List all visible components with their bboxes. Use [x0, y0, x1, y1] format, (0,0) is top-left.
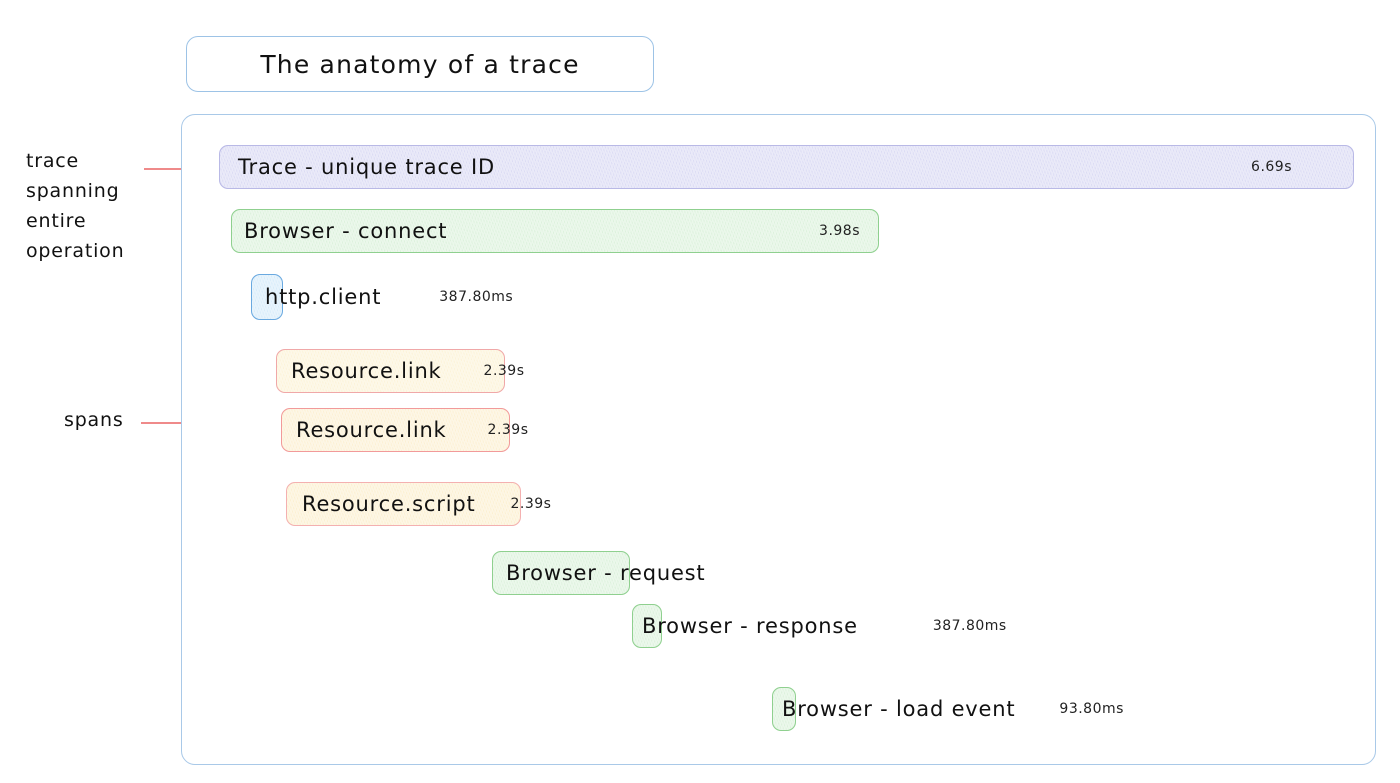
- leader-line-spans-horizontal: [141, 422, 211, 424]
- span-bar-browser-load-event: [772, 687, 796, 731]
- span-duration-browser-connect: 3.98s: [819, 223, 860, 239]
- page-title: The anatomy of a trace: [260, 49, 580, 79]
- span-duration-http-client: 387.80ms: [439, 289, 514, 305]
- annotation-trace-spanning-entire-operation: trace spanning entire operation: [26, 150, 125, 262]
- span-row-resource-script[interactable]: Resource.script 2.39s: [286, 482, 616, 526]
- span-bar-resource-script: [286, 482, 521, 526]
- span-row-browser-connect[interactable]: Browser - connect 3.98s: [231, 209, 879, 253]
- span-bar-trace: [219, 145, 1354, 189]
- span-duration-browser-load-event: 93.80ms: [1059, 701, 1124, 717]
- span-duration-resource-link-1: 2.39s: [483, 363, 525, 379]
- span-bar-browser-request: [492, 551, 630, 595]
- span-label-browser-load-event: Browser - load event: [782, 697, 1016, 721]
- span-row-browser-load-event[interactable]: Browser - load event 93.80ms: [772, 687, 1192, 731]
- span-duration-trace: 6.69s: [1251, 159, 1292, 175]
- span-duration-resource-link-2: 2.39s: [487, 422, 529, 438]
- span-duration-browser-response: 387.80ms: [932, 618, 1007, 634]
- leader-line-trace-horizontal: [144, 168, 206, 170]
- span-duration-resource-script: 2.39s: [510, 496, 552, 512]
- span-bar-resource-link-2: [281, 408, 510, 452]
- span-row-browser-request[interactable]: Browser - request: [492, 551, 822, 595]
- span-bar-browser-response: [632, 604, 662, 648]
- span-label-browser-response: Browser - response: [642, 614, 858, 638]
- annotation-spans: spans: [64, 409, 124, 431]
- span-row-resource-link-1[interactable]: Resource.link 2.39s: [276, 349, 596, 393]
- span-row-trace[interactable]: Trace - unique trace ID 6.69s: [219, 145, 1354, 189]
- span-row-http-client[interactable]: http.client 387.80ms: [251, 274, 551, 320]
- span-row-resource-link-2[interactable]: Resource.link 2.39s: [281, 408, 601, 452]
- span-bar-resource-link-1: [276, 349, 505, 393]
- diagram-title-box: The anatomy of a trace: [186, 36, 654, 92]
- span-bar-browser-connect: [231, 209, 879, 253]
- span-row-browser-response[interactable]: Browser - response 387.80ms: [632, 604, 1062, 648]
- span-bar-http-client: [251, 274, 283, 320]
